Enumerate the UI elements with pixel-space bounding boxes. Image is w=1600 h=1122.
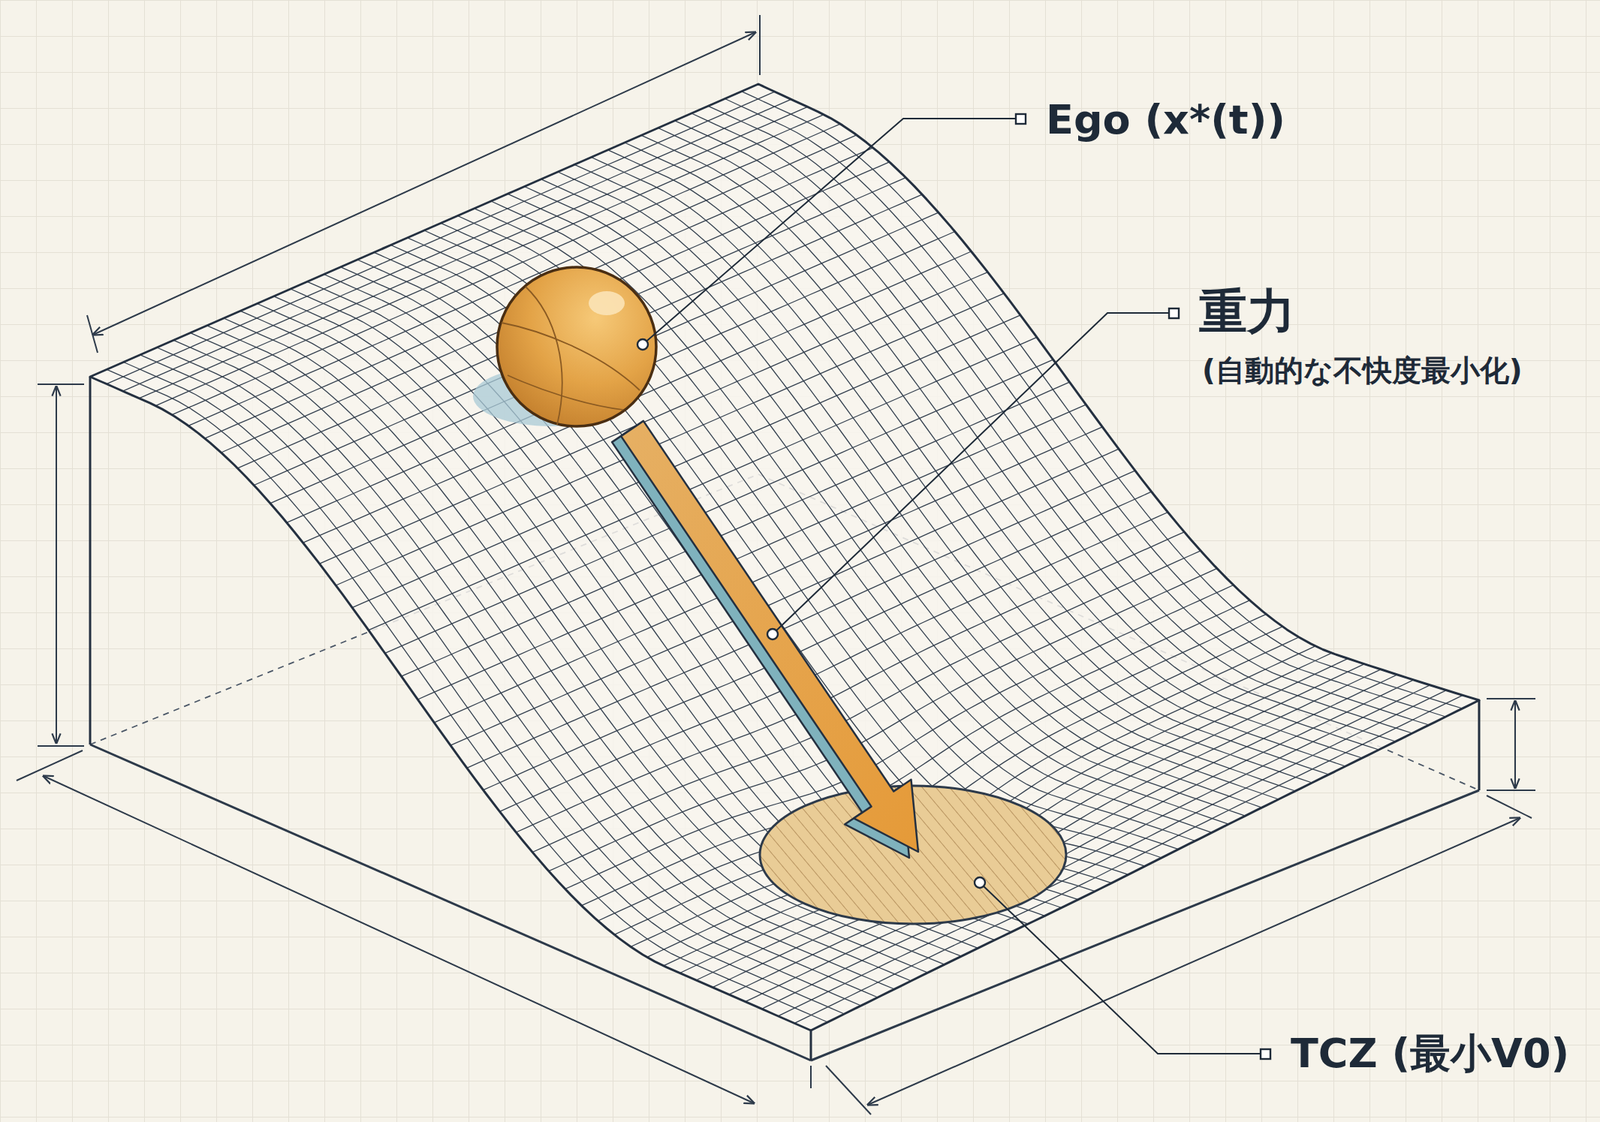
arrow-face (620, 421, 919, 853)
mesh-line (106, 369, 828, 1023)
dimension-lines (16, 15, 1536, 1115)
leader-lines (642, 118, 1260, 1055)
gravity-subtitle: (自動的な不快度最小化) (1202, 354, 1523, 389)
tcz-label: TCZ (最小V0) (1290, 1030, 1570, 1078)
leader-square (1169, 308, 1179, 319)
ball-line (501, 322, 640, 391)
ball-highlight (588, 291, 625, 316)
mesh-line (524, 186, 1246, 817)
leader-square (1260, 1049, 1271, 1060)
mesh-line (123, 362, 845, 1016)
dimension-tick (810, 1066, 812, 1089)
dimension-tick (1486, 789, 1536, 792)
label-wrapper: Ego (x*(t)) (1045, 96, 1286, 144)
leader-line (642, 118, 1016, 345)
ball-line (507, 375, 624, 410)
mesh-line (641, 135, 1362, 759)
mesh-surface (90, 84, 1480, 1061)
label-wrapper: 重力 (1199, 284, 1296, 341)
mesh-line (608, 150, 1329, 775)
mesh-line (624, 142, 1346, 767)
dimension-tick (759, 15, 761, 76)
label-wrapper: TCZ (最小V0) (1290, 1030, 1570, 1078)
dimension-tick (1486, 698, 1536, 700)
gravity-label: 重力 (1199, 284, 1296, 341)
ego-label: Ego (x*(t)) (1045, 96, 1286, 144)
leader-line (979, 882, 1260, 1055)
gravity-arrow (611, 421, 919, 859)
mesh-line (407, 238, 1129, 876)
surface-fill (90, 84, 1480, 1031)
corner-edge (1478, 700, 1481, 791)
dimension-tick (825, 1066, 871, 1115)
mesh-line (708, 105, 1429, 726)
dimension-tick (87, 315, 98, 353)
ball-line (525, 286, 563, 425)
mesh-line (391, 245, 1112, 884)
dimension-tick (1486, 795, 1532, 819)
leader-dot (974, 877, 986, 889)
leader-dot (637, 339, 648, 350)
mesh-line (741, 91, 1463, 709)
leader-dot (767, 629, 778, 640)
dimension-line (1514, 701, 1516, 789)
corner-edge (89, 376, 92, 745)
mesh-line (290, 289, 1012, 933)
dimension-line (55, 386, 58, 744)
leader-square (1015, 114, 1026, 124)
dimension-tick (37, 745, 85, 748)
mesh-line (725, 99, 1447, 718)
mesh-line (424, 230, 1146, 867)
mesh-line (440, 222, 1162, 859)
ego-ball (497, 267, 657, 427)
surface-outline (90, 84, 1480, 1031)
dimension-tick (37, 383, 85, 386)
dimension-tick (16, 750, 83, 781)
label-wrapper: (自動的な不快度最小化) (1202, 354, 1523, 389)
mesh-line (591, 157, 1313, 784)
leader-markers (637, 114, 1271, 1060)
leader-line (772, 313, 1169, 635)
corner-edge (810, 1030, 813, 1061)
ball-body (497, 267, 657, 427)
